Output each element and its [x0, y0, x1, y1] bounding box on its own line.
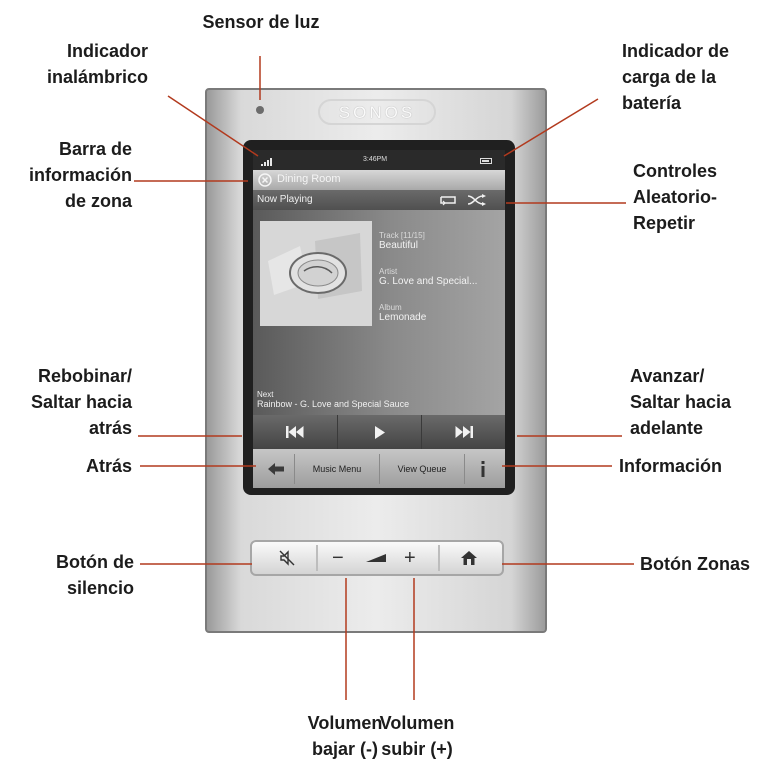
zone-info-bar[interactable]: Dining Room [253, 170, 505, 190]
rewind-button[interactable] [253, 415, 337, 449]
view-queue-button[interactable]: View Queue [380, 454, 465, 484]
play-button[interactable] [337, 415, 422, 449]
album-art-lemon-icon [260, 221, 372, 326]
home-icon [461, 551, 477, 565]
artist-name: G. Love and Special... [379, 276, 478, 287]
label-atras: Atrás [85, 456, 132, 476]
label-controles-aleatorio: Controles Aleatorio- Repetir [633, 161, 718, 233]
line-battery [503, 98, 599, 157]
mute-icon [279, 550, 295, 566]
bottom-nav-bar: Music Menu View Queue [253, 449, 505, 488]
zone-name: Dining Room [277, 173, 341, 185]
label-rebobinar: Rebobinar/ Saltar hacia atrás [30, 366, 132, 438]
volume-down-button[interactable]: − [332, 547, 344, 569]
track-info: Track [11/15] Beautiful [379, 231, 425, 252]
forward-button[interactable] [421, 415, 505, 449]
transport-controls [253, 415, 505, 449]
next-track-info: Next Rainbow - G. Love and Special Sauce [257, 390, 409, 410]
artist-label: Artist [379, 267, 398, 276]
repeat-icon[interactable] [439, 194, 459, 206]
mute-button[interactable] [258, 545, 318, 571]
zone-close-icon[interactable] [258, 173, 272, 187]
album-info: Album Lemonade [379, 303, 426, 324]
label-boton-silencio: Botón de silencio [56, 552, 134, 598]
status-bar: 3:46PM [253, 150, 505, 170]
rewind-icon [286, 426, 304, 438]
light-sensor [256, 106, 264, 114]
music-menu-button[interactable]: Music Menu [295, 454, 380, 484]
album-name: Lemonade [379, 312, 427, 323]
shuffle-icon[interactable] [467, 193, 489, 207]
hardware-button-bar: − + [250, 540, 504, 576]
line-wireless [167, 95, 259, 157]
label-barra-zona: Barra de información de zona [28, 139, 132, 211]
label-volumen-bajar: Volumen bajar (-) [307, 713, 383, 759]
signal-icon [261, 158, 275, 166]
artist-info: Artist G. Love and Special... [379, 267, 477, 288]
back-arrow-icon [267, 463, 284, 475]
now-playing-content: Track [11/15] Beautiful Artist G. Love a… [253, 210, 505, 415]
label-informacion: Información [619, 456, 723, 476]
label-sensor-luz: Sensor de luz [202, 12, 320, 32]
next-label: Next [257, 390, 274, 399]
info-icon [481, 461, 485, 477]
sonos-logo: SONOS [318, 99, 436, 125]
play-icon [375, 425, 385, 439]
track-label: Track [11/15] [379, 231, 425, 240]
volume-up-button[interactable]: + [404, 547, 416, 569]
volume-rocker[interactable]: − + [322, 545, 432, 571]
next-track: Rainbow - G. Love and Special Sauce [257, 399, 410, 409]
status-time: 3:46PM [363, 156, 388, 163]
back-button[interactable] [257, 454, 295, 484]
label-avanzar: Avanzar/ Saltar hacia adelante [630, 366, 732, 438]
touch-display: 3:46PM Dining Room Now Playing [253, 150, 505, 488]
track-title: Beautiful [379, 240, 418, 251]
label-indicador-inalambrico: Indicador inalámbrico [46, 41, 148, 87]
now-playing-bar: Now Playing [253, 190, 505, 210]
volume-ramp-icon [366, 554, 386, 562]
label-indicador-carga: Indicador de carga de la batería [622, 41, 730, 113]
label-volumen-subir: Volumen subir (+) [379, 713, 455, 759]
label-boton-zonas: Botón Zonas [640, 554, 750, 574]
forward-icon [455, 426, 473, 438]
now-playing-label: Now Playing [257, 194, 313, 205]
album-art[interactable] [260, 221, 372, 326]
zones-button[interactable] [438, 545, 498, 571]
battery-icon [480, 158, 492, 164]
album-label: Album [379, 303, 402, 312]
info-button[interactable] [465, 454, 501, 484]
